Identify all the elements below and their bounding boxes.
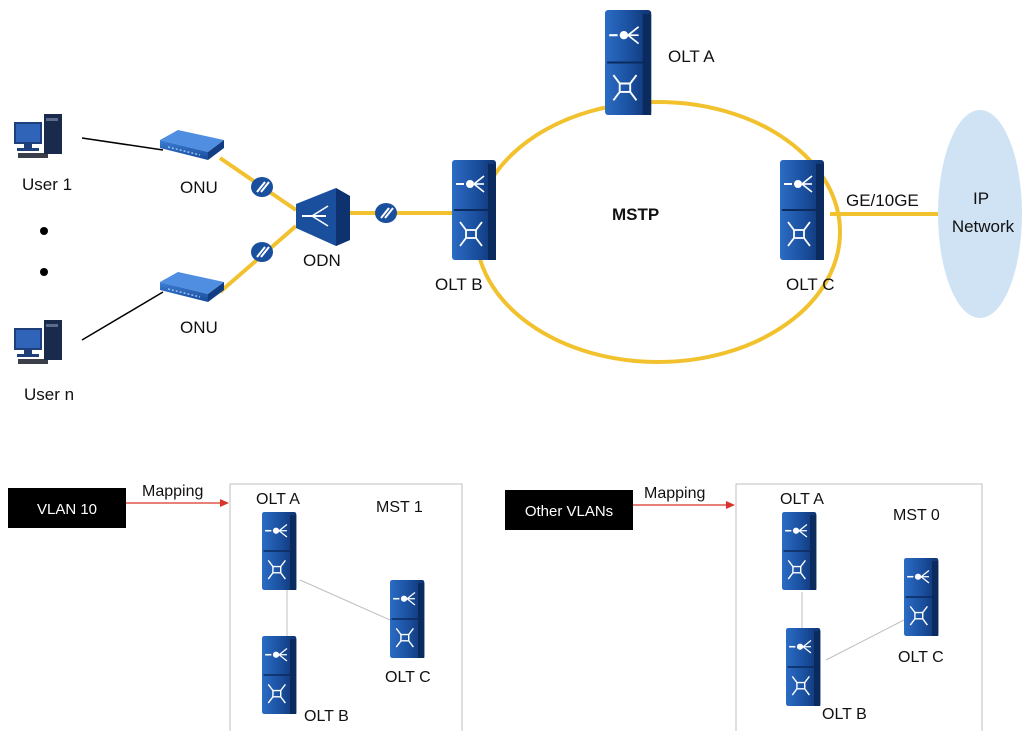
- mst1-olt-a-label: OLT A: [256, 491, 300, 508]
- mapping-label-2: Mapping: [644, 485, 705, 502]
- cloud-label-line2: Network: [952, 217, 1015, 236]
- olt-b-label: OLT B: [435, 275, 483, 294]
- vlan10-tag: [8, 488, 126, 528]
- optical-connector-icon-3: [374, 202, 398, 224]
- ip-network-cloud: [938, 110, 1022, 318]
- ellipsis-dot-1: [40, 227, 48, 235]
- mst1-olt-c-icon: [389, 579, 426, 659]
- mst0-olt-b-label: OLT B: [822, 706, 867, 723]
- mst1-olt-b-icon: [261, 635, 298, 715]
- mst0-olt-c-label: OLT C: [898, 649, 944, 666]
- olt-a-label: OLT A: [668, 47, 715, 66]
- olt-b-icon: [451, 159, 497, 261]
- user1-pc-icon: [14, 114, 62, 158]
- mst0-box: [735, 483, 983, 731]
- mst0-olt-b-icon: [785, 627, 822, 707]
- mst1-link-a-c: [299, 579, 391, 621]
- other-vlans-label: Other VLANs: [525, 503, 613, 520]
- mst0-olt-a-label: OLT A: [780, 491, 824, 508]
- mst0-olt-a-icon: [781, 511, 818, 591]
- top-topology: IP Network User 1 User n ONU ONU ODN OLT…: [14, 8, 1022, 404]
- onu2-label: ONU: [180, 318, 218, 337]
- vlan10-label: VLAN 10: [37, 501, 97, 518]
- odn-splitter-icon: [296, 188, 350, 246]
- mst1-panel: VLAN 10 Mapping MST 1 OLT A OLT B OLT C: [8, 483, 463, 731]
- onu2-icon: [159, 271, 225, 303]
- mst1-olt-b-label: OLT B: [304, 708, 349, 725]
- olt-c-label: OLT C: [786, 275, 835, 294]
- cloud-label-line1: IP: [973, 189, 989, 208]
- optical-connector-icon-2: [250, 241, 274, 263]
- mapping-arrow-head-1: [220, 499, 229, 507]
- user1-label: User 1: [22, 175, 72, 194]
- other-vlans-tag: [505, 490, 633, 530]
- mst1-olt-a-icon: [261, 511, 298, 591]
- optical-connector-icon-1: [250, 176, 274, 198]
- usern-onu-link: [81, 291, 164, 341]
- mst0-label: MST 0: [893, 507, 940, 524]
- olt-c-icon: [779, 159, 825, 261]
- user1-onu-link: [81, 137, 164, 151]
- usern-label: User n: [24, 385, 74, 404]
- mst0-link-b-c: [825, 619, 905, 661]
- mapping-arrow-head-2: [726, 501, 735, 509]
- odn-label: ODN: [303, 251, 341, 270]
- uplink-label: GE/10GE: [846, 191, 919, 210]
- onu1-label: ONU: [180, 178, 218, 197]
- mst1-box: [229, 483, 463, 731]
- usern-pc-icon: [14, 320, 62, 364]
- mapping-label-1: Mapping: [142, 483, 203, 500]
- mstp-label: MSTP: [612, 205, 659, 224]
- olt-a-icon: [603, 8, 653, 117]
- mst0-olt-c-icon: [903, 557, 940, 637]
- mst1-label: MST 1: [376, 499, 423, 516]
- mst1-olt-c-label: OLT C: [385, 669, 431, 686]
- onu1-icon: [159, 129, 225, 161]
- mst0-panel: Other VLANs Mapping MST 0 OLT A OLT B OL…: [505, 483, 983, 731]
- ellipsis-dot-2: [40, 268, 48, 276]
